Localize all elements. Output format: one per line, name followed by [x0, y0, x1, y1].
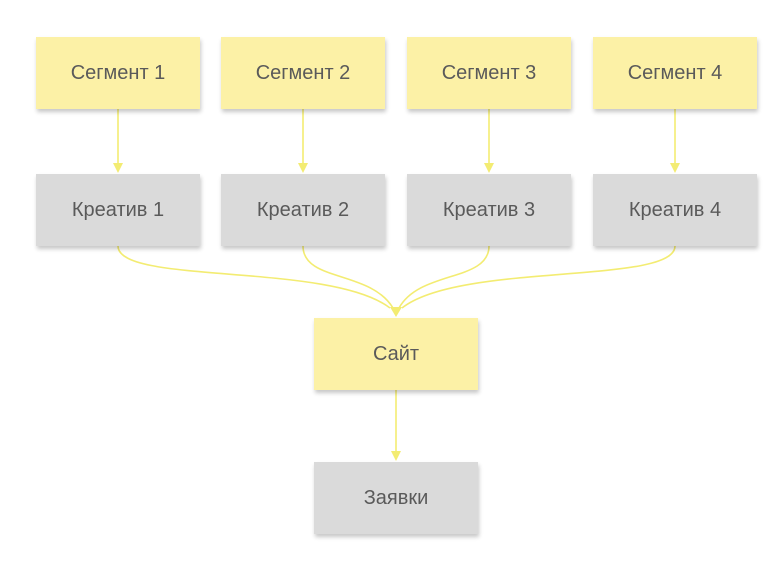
segment-2-node: Сегмент 2 [221, 37, 385, 109]
curve-cre4-site [401, 245, 676, 309]
curve-cre2-site [302, 245, 394, 309]
creative-2-node: Креатив 2 [221, 174, 385, 246]
arrowhead-seg2-cre2 [298, 163, 308, 173]
curve-cre3-site [398, 245, 490, 309]
segment-4-node: Сегмент 4 [593, 37, 757, 109]
arrowhead-seg1-cre1 [113, 163, 123, 173]
segment-1-node: Сегмент 1 [36, 37, 200, 109]
leads-node: Заявки [314, 462, 478, 534]
arrowhead-site-leads [391, 451, 401, 461]
creative-4-node: Креатив 4 [593, 174, 757, 246]
creative-to-site-curves [117, 245, 676, 309]
site-node: Сайт [314, 318, 478, 390]
arrowhead-seg3-cre3 [484, 163, 494, 173]
creative-3-node: Креатив 3 [407, 174, 571, 246]
segment-3-node: Сегмент 3 [407, 37, 571, 109]
arrowhead-into-site [390, 307, 402, 317]
curve-cre1-site [117, 245, 391, 309]
segment-to-creative-arrows [113, 109, 680, 173]
site-to-leads-arrow [391, 390, 401, 461]
creative-1-node: Креатив 1 [36, 174, 200, 246]
arrowhead-seg4-cre4 [670, 163, 680, 173]
